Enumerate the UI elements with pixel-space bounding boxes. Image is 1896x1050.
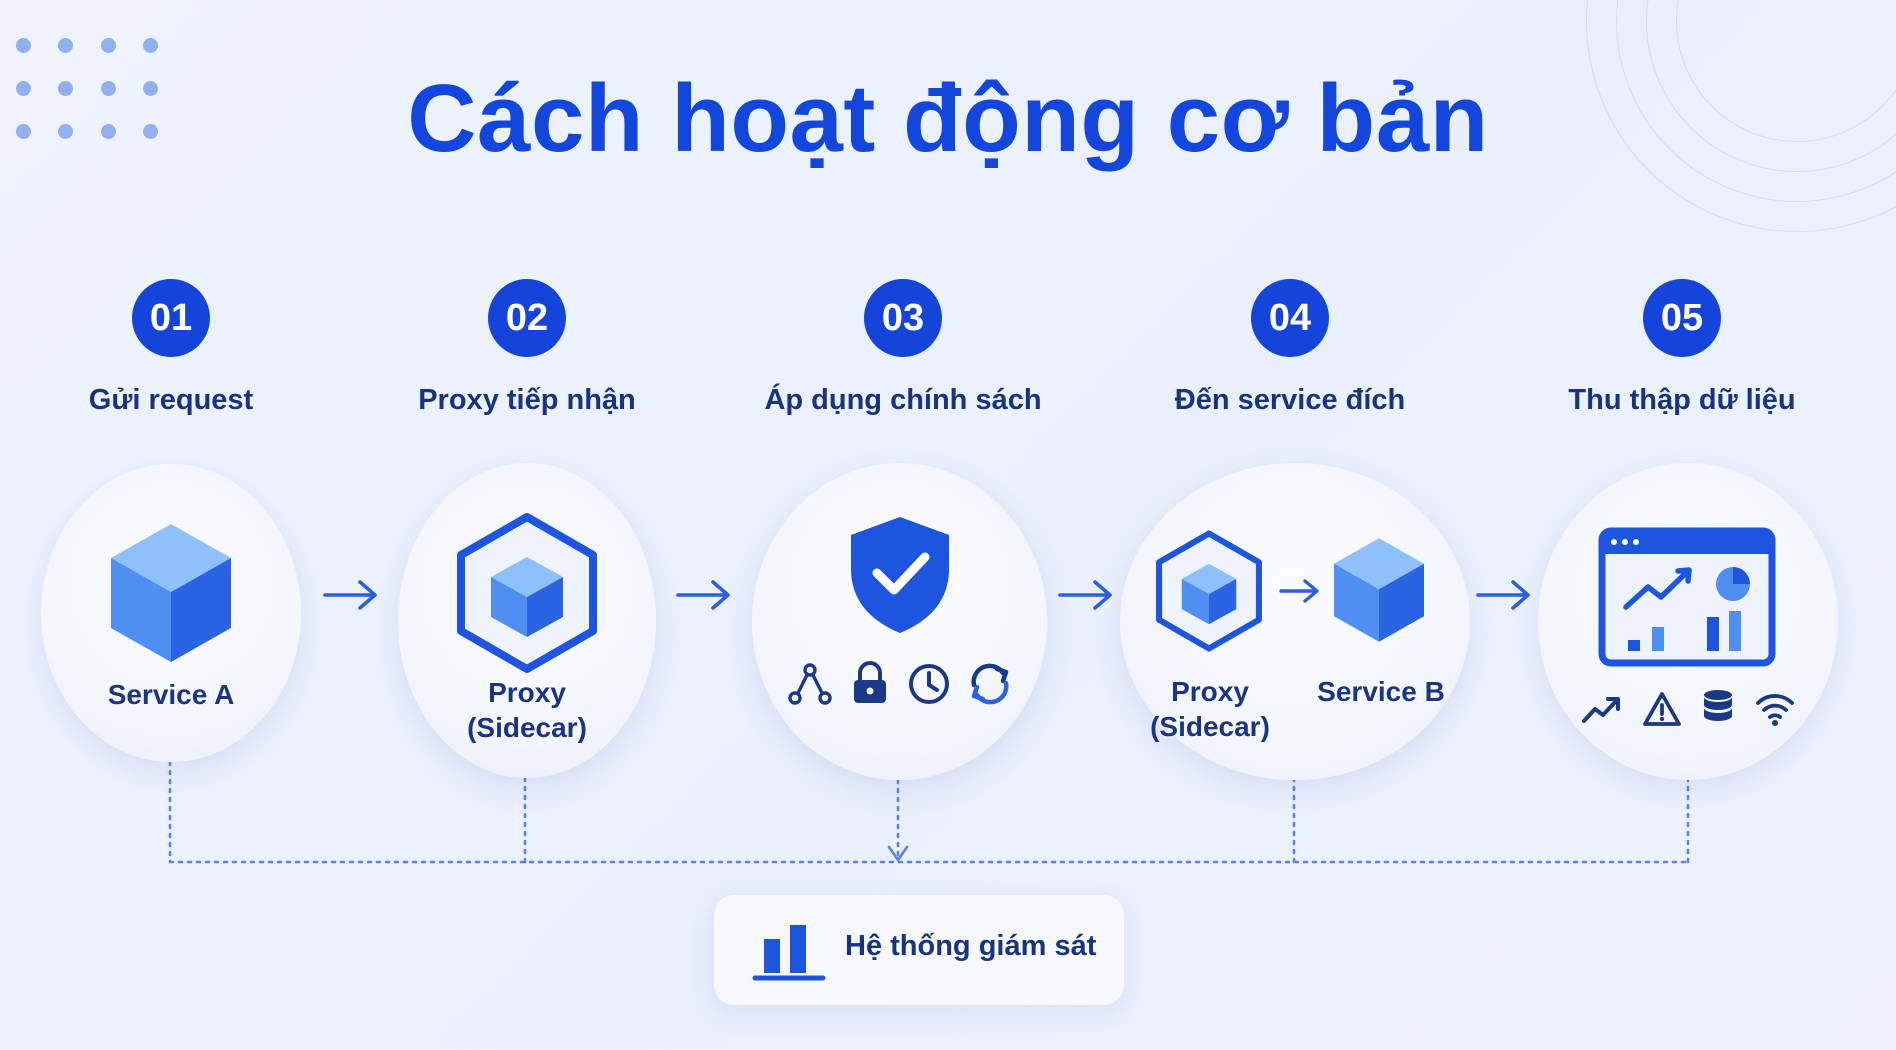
flow-arrow xyxy=(323,580,377,610)
page-title: Cách hoạt động cơ bản xyxy=(407,65,1489,172)
node-data-collection xyxy=(1538,463,1838,780)
routing-icon xyxy=(788,663,832,705)
shield-check-icon xyxy=(851,517,949,633)
decorative-dot-grid xyxy=(16,38,166,148)
inner-arrow-icon xyxy=(1279,579,1319,603)
lock-icon xyxy=(854,661,886,703)
node-destination: Proxy (Sidecar) Service B xyxy=(1120,463,1470,780)
step-label: Áp dụng chính sách xyxy=(764,384,1042,416)
node-label: Service B xyxy=(1317,676,1445,707)
node-proxy-sidecar: Proxy (Sidecar) xyxy=(398,463,656,778)
clock-icon xyxy=(909,664,949,704)
step-number-badge: 02 xyxy=(488,279,566,357)
step-number-badge: 04 xyxy=(1251,279,1329,357)
proxy-hexagon-icon xyxy=(457,513,597,673)
monitoring-label: Hệ thống giám sát xyxy=(845,930,1097,962)
step-number-badge: 03 xyxy=(864,279,942,357)
step-number-badge: 05 xyxy=(1643,279,1721,357)
flow-arrow xyxy=(676,580,730,610)
bar-chart-icon xyxy=(752,925,826,981)
trend-icon xyxy=(1582,697,1620,723)
node-policies xyxy=(752,463,1047,780)
dashboard-icon xyxy=(1598,527,1776,667)
cube-icon xyxy=(1334,538,1424,642)
step-label: Gửi request xyxy=(88,384,254,416)
flow-arrow xyxy=(1476,580,1530,610)
step-label: Thu thập dữ liệu xyxy=(1568,384,1796,416)
warning-icon xyxy=(1643,692,1681,726)
wifi-icon xyxy=(1756,694,1794,726)
node-service-a: Service A xyxy=(41,464,301,762)
flow-arrow xyxy=(1058,580,1112,610)
proxy-hexagon-icon xyxy=(1156,530,1262,652)
database-icon xyxy=(1704,690,1732,721)
monitoring-system-card: Hệ thống giám sát xyxy=(714,895,1124,1005)
step-number-badge: 01 xyxy=(132,279,210,357)
retry-icon xyxy=(971,663,1009,705)
step-label: Đến service đích xyxy=(1174,384,1406,416)
node-label: Proxy (Sidecar) xyxy=(467,677,587,743)
cube-icon xyxy=(111,524,231,662)
node-label: Service A xyxy=(107,679,235,710)
step-label: Proxy tiếp nhận xyxy=(418,384,636,416)
node-label: Proxy (Sidecar) xyxy=(1150,676,1270,742)
